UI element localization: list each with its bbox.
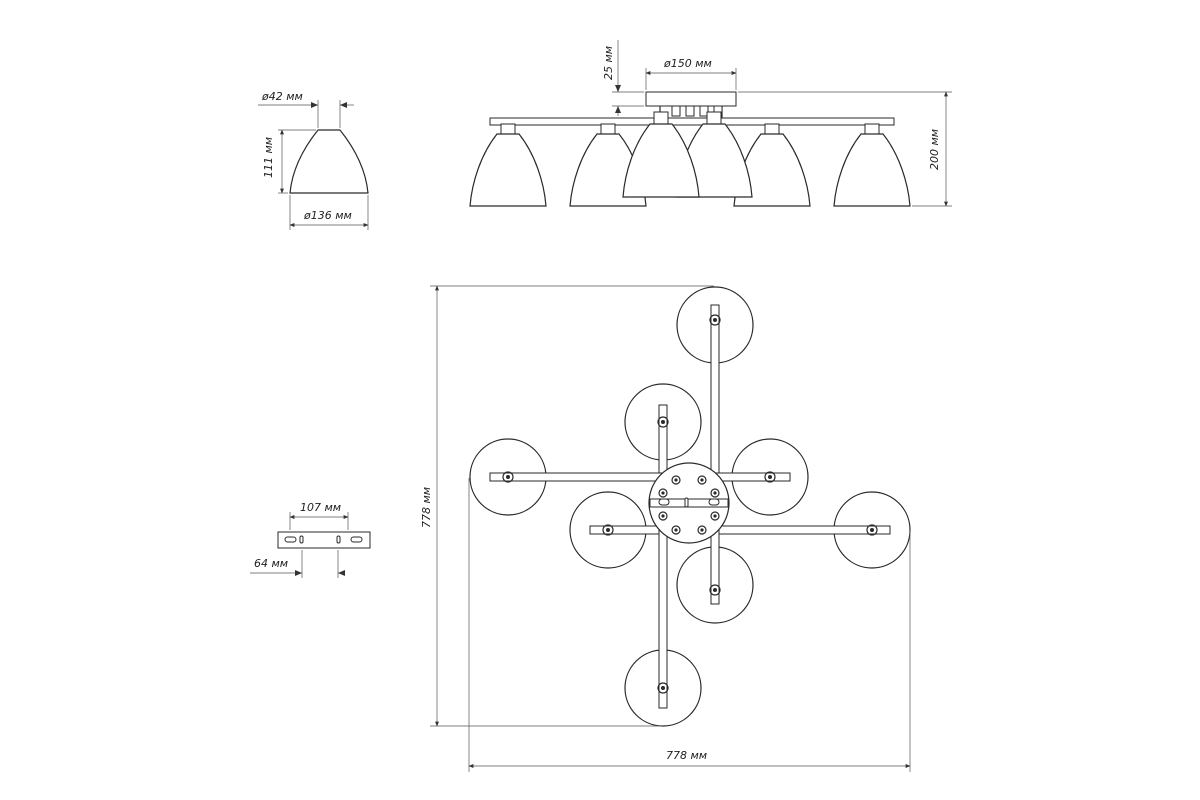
elevation-shade-3 (622, 111, 700, 198)
plan-width-label: 778 мм (666, 749, 707, 762)
elevation-shade-1 (469, 123, 547, 207)
canopy-diameter-label: ø150 мм (663, 57, 712, 70)
shade-top-diameter-label: ø42 мм (261, 90, 303, 103)
bracket-offset-label: 64 мм (254, 557, 288, 570)
plan-depth-label: 778 мм (420, 487, 433, 528)
shade-height-label: 111 мм (262, 137, 275, 178)
mounting-bracket: 107 мм 64 мм (250, 501, 371, 578)
plan-canopy (648, 462, 730, 544)
total-height-label: 200 мм (928, 129, 941, 170)
elevation-shade-5 (733, 123, 811, 207)
canopy-height-label: 25 мм (602, 46, 615, 80)
elevation-shade-6 (833, 123, 911, 207)
plan-view: 778 мм 778 мм (420, 285, 911, 772)
shade-bottom-diameter-label: ø136 мм (303, 209, 352, 222)
plan-sockets (502, 314, 878, 694)
shade-detail: ø42 мм 111 мм ø136 мм (258, 90, 369, 230)
bracket-length-label: 107 мм (300, 501, 341, 514)
side-elevation: 25 мм ø150 мм 200 мм (469, 40, 952, 207)
